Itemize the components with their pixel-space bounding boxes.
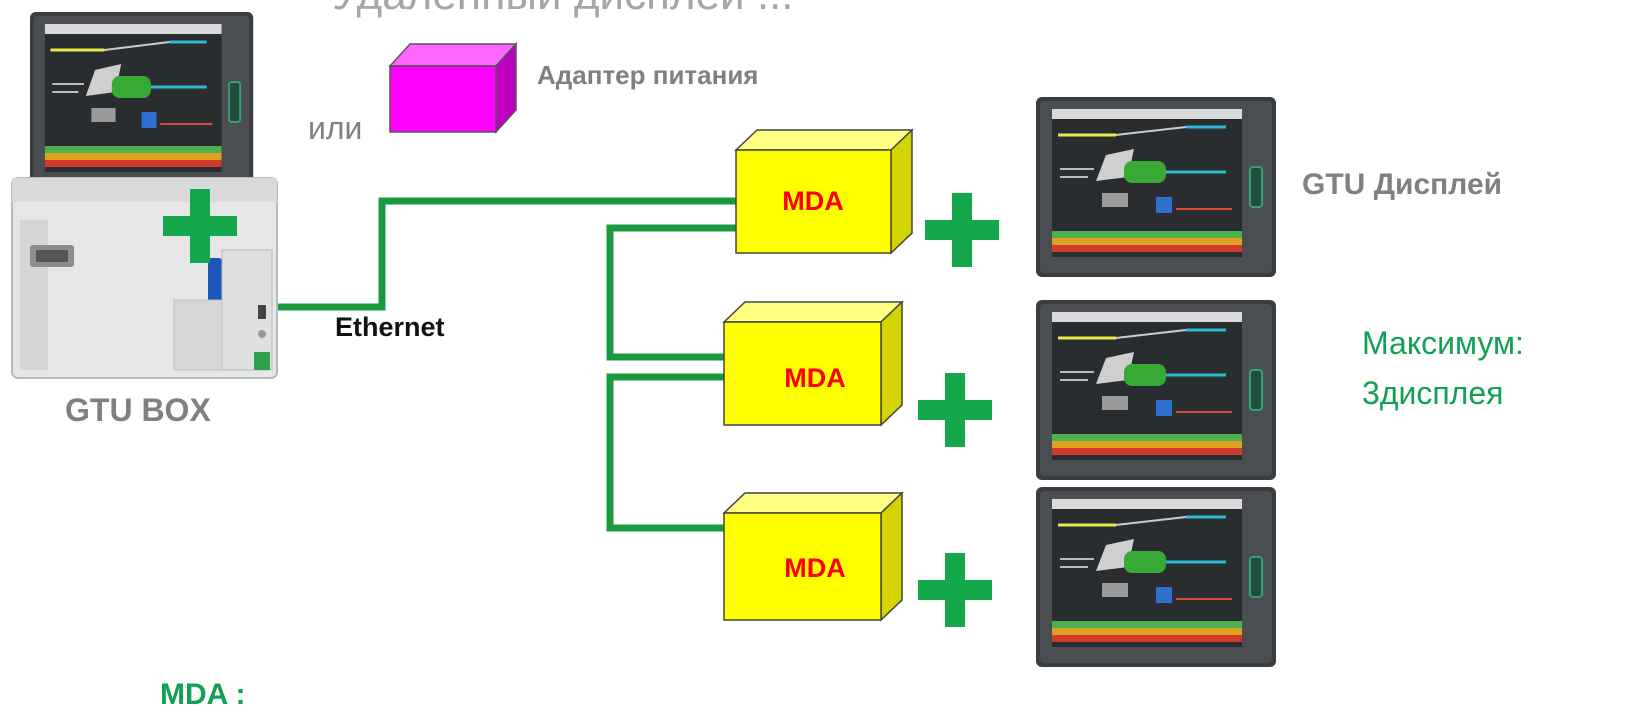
power-adapter-label: Адаптер питания bbox=[537, 60, 759, 90]
mda-label: MDA bbox=[782, 186, 844, 216]
gtu-box-device bbox=[11, 177, 278, 379]
gtu-box-label: GTU BOX bbox=[65, 392, 211, 428]
page-title-partial: Удаленный дисплей ... bbox=[332, 0, 794, 20]
plus-icon bbox=[918, 553, 992, 627]
power-adapter-box bbox=[388, 42, 518, 134]
mda-label: MDA bbox=[784, 363, 846, 393]
remote-display-top-left bbox=[28, 10, 255, 194]
max-displays-label: Максимум: 3дисплея bbox=[1362, 318, 1524, 418]
gtu-display bbox=[1034, 485, 1278, 669]
max-line2: 3дисплея bbox=[1362, 375, 1504, 411]
mda-note-label: MDA : bbox=[160, 678, 246, 711]
mda-module bbox=[722, 300, 904, 427]
mda-module bbox=[722, 491, 904, 622]
mda-module bbox=[734, 128, 914, 255]
or-label: или bbox=[308, 110, 363, 146]
max-line1: Максимум: bbox=[1362, 325, 1524, 361]
plus-icon bbox=[925, 193, 999, 267]
ethernet-label: Ethernet bbox=[335, 312, 445, 342]
ethernet-cable bbox=[272, 197, 736, 532]
gtu-display-label: GTU Дисплей bbox=[1302, 168, 1503, 201]
gtu-display bbox=[1034, 95, 1278, 279]
plus-icon bbox=[918, 373, 992, 447]
mda-label: MDA bbox=[784, 553, 846, 583]
gtu-display bbox=[1034, 298, 1278, 482]
